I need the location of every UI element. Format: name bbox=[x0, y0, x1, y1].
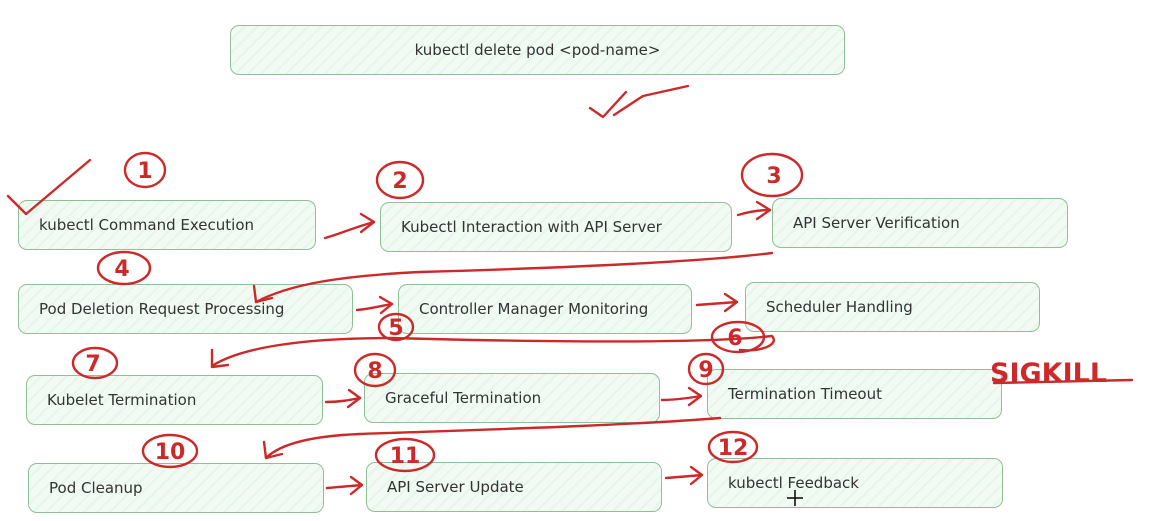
step-box-4: Pod Deletion Request Processing bbox=[18, 284, 353, 334]
step-box-8: Graceful Termination bbox=[364, 373, 660, 423]
step-label-10: Pod Cleanup bbox=[49, 479, 143, 497]
step-box-3: API Server Verification bbox=[772, 198, 1068, 248]
step-label-8: Graceful Termination bbox=[385, 389, 542, 407]
step-label-2: Kubectl Interaction with API Server bbox=[401, 218, 662, 236]
step-label-12: kubectl Feedback bbox=[728, 474, 859, 492]
svg-text:3: 3 bbox=[766, 164, 781, 189]
sigkill-annotation: SIGKILL bbox=[990, 358, 1107, 389]
step-box-2: Kubectl Interaction with API Server bbox=[380, 202, 732, 252]
step-label-1: kubectl Command Execution bbox=[39, 216, 255, 234]
step-number-1: 1 bbox=[123, 151, 167, 189]
step-box-9: Termination Timeout bbox=[707, 369, 1002, 419]
command-label: kubectl delete pod <pod-name> bbox=[414, 41, 661, 59]
step-box-1: kubectl Command Execution bbox=[18, 200, 316, 250]
arrow-8-to-9 bbox=[660, 386, 703, 407]
step-box-5: Controller Manager Monitoring bbox=[398, 284, 692, 334]
svg-text:5: 5 bbox=[388, 316, 403, 341]
svg-text:10: 10 bbox=[155, 440, 186, 465]
svg-text:9: 9 bbox=[698, 358, 713, 383]
arrow-5-to-6 bbox=[695, 292, 739, 313]
step-box-6: Scheduler Handling bbox=[745, 282, 1040, 332]
crosshair-cursor-icon bbox=[787, 490, 803, 506]
svg-text:1: 1 bbox=[137, 159, 152, 184]
step-label-7: Kubelet Termination bbox=[47, 391, 197, 409]
arrow-4-to-5 bbox=[355, 295, 394, 315]
arrow-3-to-4 bbox=[252, 251, 774, 304]
step-number-12: 12 bbox=[707, 430, 759, 464]
arrow-11-to-12 bbox=[664, 465, 704, 486]
step-number-9: 9 bbox=[687, 352, 725, 386]
step-number-10: 10 bbox=[141, 433, 199, 469]
checkmark-icon bbox=[588, 84, 690, 119]
step-label-6: Scheduler Handling bbox=[766, 298, 913, 316]
step-box-10: Pod Cleanup bbox=[28, 463, 324, 513]
arrow-2-to-3 bbox=[736, 200, 772, 221]
checkmark-icon bbox=[6, 158, 92, 216]
svg-text:2: 2 bbox=[392, 169, 407, 194]
svg-text:7: 7 bbox=[85, 352, 100, 377]
step-number-5: 5 bbox=[377, 312, 415, 342]
step-box-12: kubectl Feedback bbox=[707, 458, 1003, 508]
step-number-3: 3 bbox=[740, 152, 804, 198]
arrow-7-to-8 bbox=[324, 388, 362, 409]
svg-text:4: 4 bbox=[114, 257, 129, 282]
step-label-9: Termination Timeout bbox=[728, 385, 882, 403]
svg-text:8: 8 bbox=[367, 359, 382, 384]
step-number-2: 2 bbox=[375, 160, 425, 200]
step-number-7: 7 bbox=[71, 346, 119, 380]
command-box: kubectl delete pod <pod-name> bbox=[230, 25, 845, 75]
step-box-7: Kubelet Termination bbox=[26, 375, 323, 425]
step-number-4: 4 bbox=[96, 250, 152, 286]
step-number-8: 8 bbox=[353, 352, 397, 388]
step-number-11: 11 bbox=[374, 437, 436, 473]
arrow-6-to-7 bbox=[210, 334, 775, 369]
step-label-11: API Server Update bbox=[387, 478, 524, 496]
svg-text:12: 12 bbox=[718, 436, 749, 461]
sigkill-underline bbox=[992, 378, 1134, 385]
step-label-3: API Server Verification bbox=[793, 214, 960, 232]
arrow-10-to-11 bbox=[325, 475, 364, 496]
arrow-1-to-2 bbox=[323, 212, 376, 240]
arrow-9-to-10 bbox=[262, 416, 722, 460]
svg-text:11: 11 bbox=[390, 444, 421, 469]
step-label-4: Pod Deletion Request Processing bbox=[39, 300, 285, 318]
step-label-5: Controller Manager Monitoring bbox=[419, 300, 649, 318]
